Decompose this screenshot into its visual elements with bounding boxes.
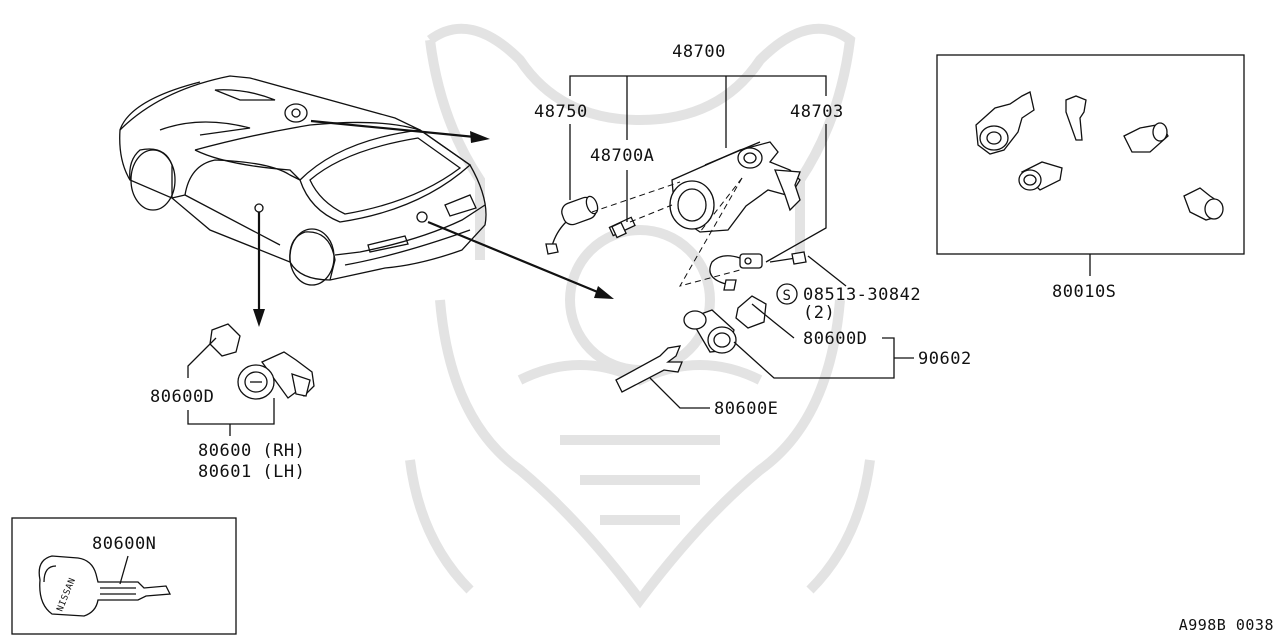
label-key-blank: 80600N bbox=[92, 534, 156, 554]
label-door-cylinder-lh: 80601 (LH) bbox=[198, 462, 305, 482]
arrow-to-door bbox=[253, 212, 265, 327]
diagram-code: A998B 0038 bbox=[1179, 616, 1274, 634]
label-trunk-gasket: 80600D bbox=[803, 329, 867, 349]
key-box: NISSAN bbox=[11, 517, 237, 635]
label-trunk-lever: 80600E bbox=[714, 399, 778, 419]
label-ignition-knob: 48700A bbox=[590, 146, 654, 166]
label-trunk-cylinder-set: 90602 bbox=[918, 349, 972, 369]
label-ignition-switch: 48750 bbox=[534, 102, 588, 122]
label-steering-lock: 48703 bbox=[790, 102, 844, 122]
label-door-gasket: 80600D bbox=[150, 387, 214, 407]
screw-symbol-text: S bbox=[783, 288, 792, 304]
label-screw: 08513-30842 bbox=[803, 285, 921, 305]
lock-switch-part bbox=[709, 253, 763, 291]
ignition-knob-part bbox=[608, 216, 636, 239]
label-door-cylinder-rh: 80600 (RH) bbox=[198, 441, 305, 461]
trunk-lever-part bbox=[615, 345, 683, 393]
screw-part bbox=[769, 251, 807, 265]
label-screw-qty: (2) bbox=[803, 303, 835, 323]
screw-spec-symbol: S bbox=[776, 283, 798, 305]
steering-lock-part bbox=[669, 141, 801, 233]
watermark-logo bbox=[405, 23, 875, 609]
leader-lines bbox=[187, 75, 1091, 436]
arrow-to-ignition bbox=[310, 119, 490, 143]
arrow-to-trunk bbox=[427, 220, 614, 299]
lock-set-box bbox=[936, 54, 1245, 255]
trunk-cylinder-part bbox=[683, 309, 737, 354]
car-illustration bbox=[119, 75, 487, 286]
label-lock-set: 80010S bbox=[1052, 282, 1116, 302]
assembly-dashed-guides bbox=[591, 177, 743, 287]
ignition-switch-part bbox=[545, 195, 599, 255]
door-cylinder-part bbox=[237, 351, 315, 400]
trunk-gasket-part bbox=[735, 295, 767, 329]
label-assembly: 48700 bbox=[672, 42, 726, 62]
